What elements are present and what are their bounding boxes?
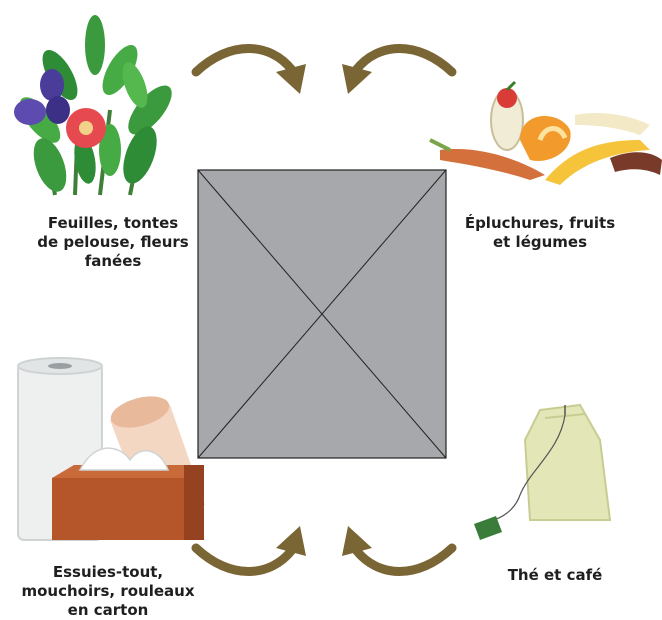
- flowers-leaves-icon: [13, 15, 179, 196]
- label-garden-waste: Feuilles, tontes de pelouse, fleurs fané…: [18, 214, 208, 271]
- paper-towel-tissues-icon: [18, 358, 205, 540]
- label-paper-products: Essuies-tout, mouchoirs, rouleaux en car…: [8, 563, 208, 620]
- arrow-top-left-icon: [196, 49, 306, 95]
- arrow-top-right-icon: [342, 49, 452, 95]
- label-tea-coffee: Thé et café: [470, 566, 640, 585]
- tea-bag-icon: [474, 405, 610, 540]
- arrow-bottom-left-icon: [196, 526, 306, 572]
- center-placeholder-image: [198, 170, 446, 458]
- label-peels-fruits-vegetables: Épluchures, fruits et légumes: [440, 214, 640, 252]
- fruit-vegetable-peels-icon: [430, 82, 662, 185]
- arrow-bottom-right-icon: [342, 526, 452, 572]
